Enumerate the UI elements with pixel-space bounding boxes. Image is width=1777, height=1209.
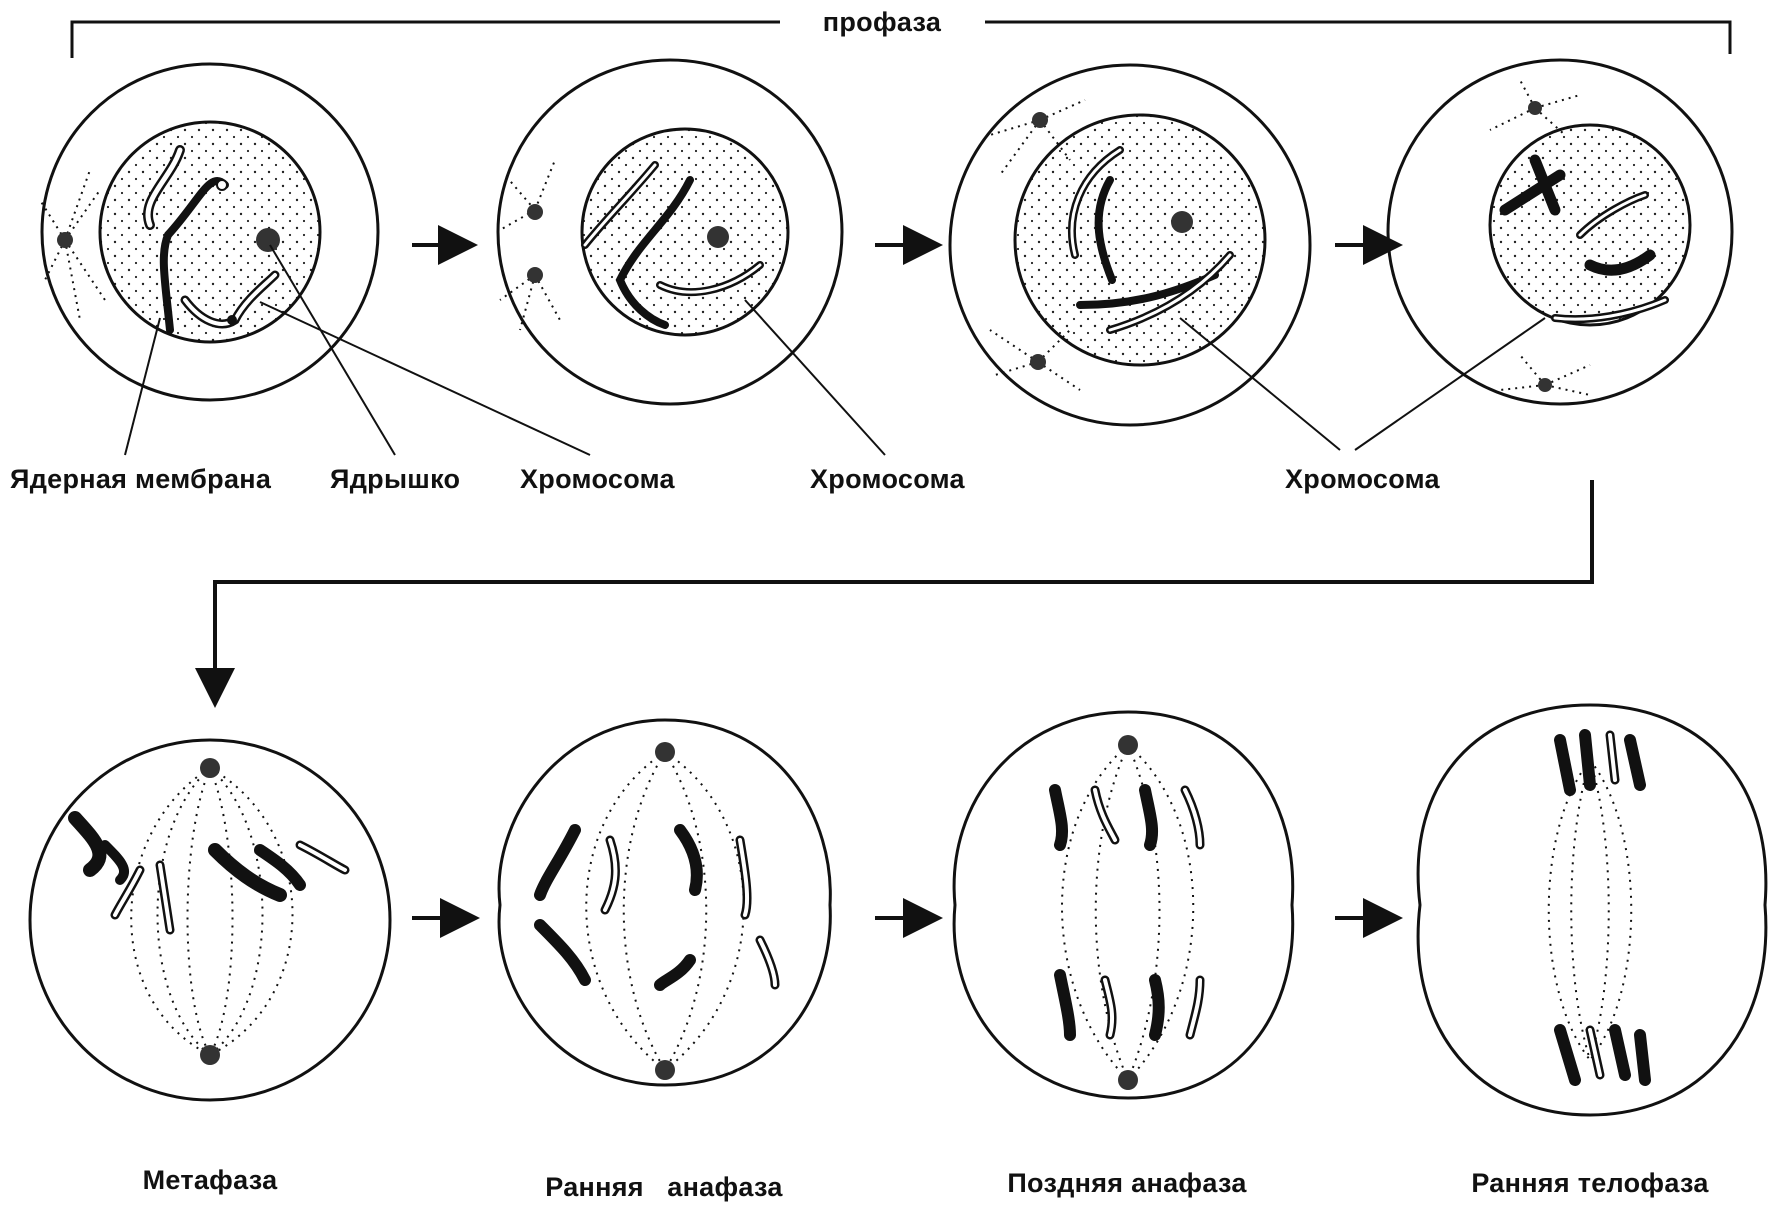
prophase-bracket [70, 20, 1732, 58]
late-anaphase-label: Поздняя анафаза [1007, 1168, 1247, 1198]
chromosome-label-3: Хромосома [1285, 464, 1440, 494]
prophase-cell-1 [39, 62, 591, 456]
early-anaphase-cell [497, 718, 832, 1087]
chromosome-label-2: Хромосома [810, 464, 965, 494]
centrosome-dot [57, 232, 73, 248]
nucleolus-dot [256, 228, 280, 252]
prophase-cell-4 [1354, 58, 1734, 451]
early-telophase-label: Ранняя телофаза [1471, 1168, 1709, 1198]
metaphase-cell [28, 738, 392, 1102]
leader-line [744, 299, 886, 456]
prophase-cell-3 [948, 63, 1341, 451]
leader-lines [124, 244, 591, 456]
nuclear-membrane-label: Ядерная мембрана [10, 464, 272, 494]
early-telophase-cell [1416, 703, 1768, 1117]
prophase-cell-2 [496, 58, 886, 456]
prophase-label: профаза [814, 7, 950, 38]
row-connector-arrow-icon [195, 480, 1594, 708]
nuclear-membrane [98, 120, 322, 344]
late-anaphase-cell [952, 710, 1295, 1100]
metaphase-label: Метафаза [142, 1165, 278, 1195]
early-anaphase-label: Ранняя анафаза [545, 1172, 783, 1202]
chromosome-label-1: Хромосома [520, 464, 675, 494]
nucleolus-label: Ядрышко [330, 464, 461, 494]
